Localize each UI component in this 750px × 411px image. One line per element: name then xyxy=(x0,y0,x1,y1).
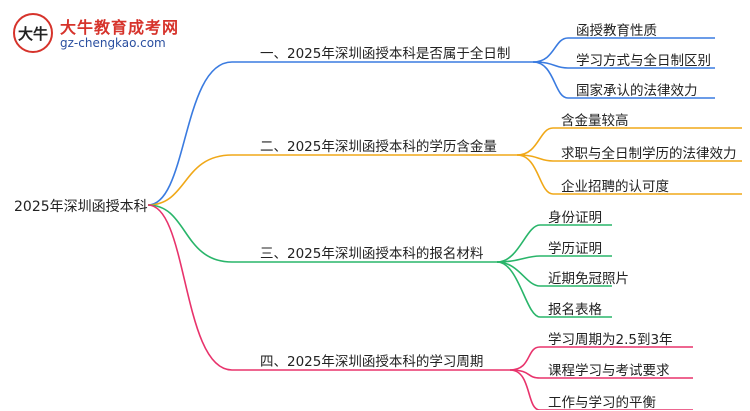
leaf-connector xyxy=(516,127,742,156)
branch-label: 四、2025年深圳函授本科的学习周期 xyxy=(260,354,484,370)
leaf-label: 函授教育性质 xyxy=(576,23,657,39)
leaf-connector xyxy=(516,154,742,162)
branch-connector xyxy=(147,204,510,371)
leaf-connector xyxy=(509,369,693,379)
leaf-connector xyxy=(496,255,612,263)
logo-name: 大牛教育成考网 xyxy=(60,18,180,37)
branch-label: 三、2025年深圳函授本科的报名材料 xyxy=(260,246,484,262)
logo-url: gz-chengkao.com xyxy=(60,36,166,50)
leaf-label: 工作与学习的平衡 xyxy=(548,395,656,411)
branch-connector xyxy=(147,61,533,206)
leaf-label: 身份证明 xyxy=(548,210,602,226)
leaf-connector xyxy=(532,61,715,99)
leaf-label: 企业招聘的认可度 xyxy=(561,179,669,195)
leaf-label: 学历证明 xyxy=(548,241,602,257)
logo-mark-icon: 大牛 xyxy=(13,13,53,53)
leaf-label: 含金量较高 xyxy=(561,113,629,129)
leaf-connector xyxy=(509,346,693,371)
leaf-label: 学习方式与全日制区别 xyxy=(576,53,711,69)
leaf-label: 学习周期为2.5到3年 xyxy=(548,332,673,348)
branch-label: 二、2025年深圳函授本科的学历含金量 xyxy=(260,139,497,155)
branch-connector xyxy=(147,204,497,263)
leaf-label: 报名表格 xyxy=(548,302,602,318)
leaf-label: 近期免冠照片 xyxy=(548,271,629,287)
branch-label: 一、2025年深圳函授本科是否属于全日制 xyxy=(260,46,511,62)
logo-mark-text: 大牛 xyxy=(18,25,48,43)
site-logo: 大牛 大牛教育成考网 gz-chengkao.com xyxy=(8,10,208,56)
leaf-connector xyxy=(496,261,612,318)
leaf-connector xyxy=(532,37,715,63)
leaf-connector xyxy=(516,154,742,195)
leaf-label: 课程学习与考试要求 xyxy=(548,363,670,379)
leaf-connector xyxy=(496,224,612,263)
leaf-label: 求职与全日制学历的法律效力 xyxy=(561,146,737,162)
root-node-label: 2025年深圳函授本科 xyxy=(14,199,148,215)
branch-connector xyxy=(147,154,517,206)
leaf-label: 国家承认的法律效力 xyxy=(576,83,698,99)
